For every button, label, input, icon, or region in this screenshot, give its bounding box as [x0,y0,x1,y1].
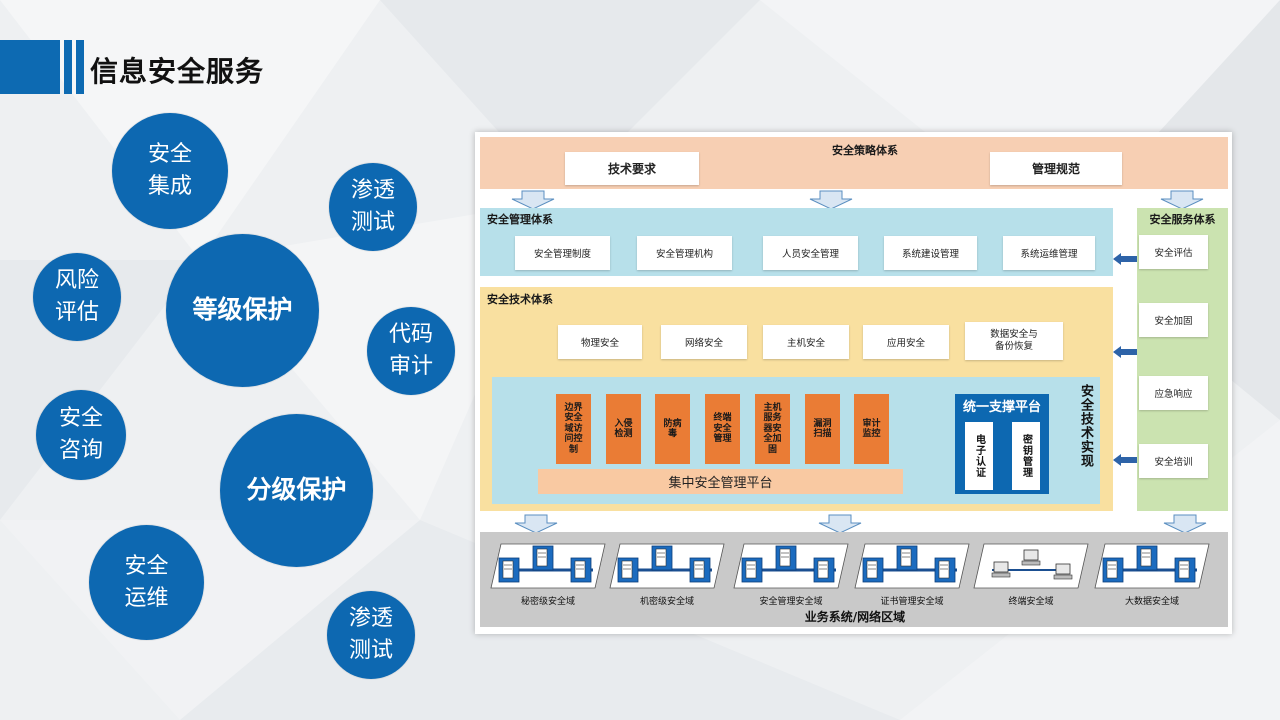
bubble-classified-protection: 分级保护 [220,414,373,567]
support-platform-item: 密钥管理 [1012,422,1040,490]
workstations-icon [973,543,1089,589]
network-zone: 证书管理安全域 [853,536,971,607]
servers-icon [609,543,725,589]
network-zone: 机密级安全域 [608,536,726,607]
policy-item: 技术要求 [565,152,699,185]
network-zone-label: 大数据安全域 [1124,597,1179,607]
bubble-security-operations: 安全 运维 [89,525,204,640]
technology-implementation-label: 安全技术实现 [1078,384,1093,468]
network-zone-label: 安全管理安全域 [759,597,823,607]
management-layer-title: 安全管理体系 [487,213,553,226]
management-item: 安全管理制度 [515,236,610,270]
header-accent-block [0,40,60,94]
bubble-penetration-test-bottom: 渗透 测试 [327,591,415,679]
service-item: 安全加固 [1139,303,1208,337]
bubble-security-consulting: 安全 咨询 [36,390,126,480]
service-item: 安全评估 [1139,235,1208,269]
technology-module: 防病 毒 [655,394,690,464]
page-title: 信息安全服务 [90,55,265,88]
bubble-label: 分级保护 [246,475,347,505]
servers-icon [490,543,606,589]
servers-icon [1094,543,1210,589]
bubble-label: 安全 运维 [124,553,169,611]
bubble-penetration-test-top: 渗透 测试 [329,163,417,251]
arrow-left-icon [1113,454,1137,466]
technology-module: 边界 安全 域访 问控 制 [556,394,591,464]
technology-module: 漏洞 扫描 [805,394,840,464]
network-zone-label: 证书管理安全域 [880,597,944,607]
policy-layer-title: 安全策略体系 [832,144,898,157]
network-zone: 安全管理安全域 [732,536,850,607]
bubble-level-protection: 等级保护 [166,234,319,387]
security-architecture-diagram: 安全策略体系 技术要求 管理规范 安全管理体系 安全管理制度 安全管理机构 人员… [475,132,1232,634]
arrow-down-icon [1160,190,1204,210]
arrow-down-icon [514,514,558,534]
technology-module: 终端 安全 管理 [705,394,740,464]
support-platform-item: 电子认证 [965,422,993,490]
bubble-label: 等级保护 [192,295,293,325]
policy-item: 管理规范 [990,152,1122,185]
network-zone-label: 秘密级安全域 [520,597,575,607]
bubble-label: 渗透 测试 [348,606,393,663]
support-platform-title: 统一支撑平台 [962,400,1041,415]
management-item: 人员安全管理 [763,236,858,270]
technology-item: 数据安全与 备份恢复 [965,322,1063,360]
technology-module: 入侵 检测 [606,394,641,464]
header-accent-bar [76,40,84,94]
service-item: 安全培训 [1139,444,1208,478]
network-zone: 大数据安全域 [1093,536,1211,607]
arrow-left-icon [1113,346,1137,358]
arrow-down-icon [511,190,555,210]
servers-icon [854,543,970,589]
arrow-down-icon [809,190,853,210]
bubble-label: 渗透 测试 [350,178,395,235]
zones-title: 业务系统/网络区域 [804,610,906,624]
technology-layer-title: 安全技术体系 [487,293,553,306]
management-item: 系统建设管理 [884,236,977,270]
header-accent-bar [64,40,72,94]
network-zone-label: 终端安全域 [1008,597,1054,607]
service-layer-title: 安全服务体系 [1149,213,1216,226]
arrow-down-icon [818,514,862,534]
bubble-security-integration: 安全 集成 [112,113,228,229]
technology-item: 网络安全 [661,325,747,359]
network-zone: 秘密级安全域 [489,536,607,607]
technology-item: 应用安全 [863,325,949,359]
technology-item: 物理安全 [558,325,642,359]
bubble-label: 安全 咨询 [58,406,103,463]
technology-module: 审计 监控 [854,394,889,464]
bubble-label: 安全 集成 [147,142,192,199]
servers-icon [733,543,849,589]
network-zone-label: 机密级安全域 [639,597,694,607]
bubble-risk-assessment: 风险 评估 [33,253,121,341]
arrow-left-icon [1113,253,1137,265]
network-zone: 终端安全域 [972,536,1090,607]
central-management-platform: 集中安全管理平台 [538,469,903,494]
arrow-down-icon [1163,514,1207,534]
bubble-label: 风险 评估 [54,268,99,325]
management-item: 系统运维管理 [1003,236,1095,270]
bubble-code-audit: 代码 审计 [367,307,455,395]
technology-module: 主机 服务 器安 全加 固 [755,394,790,464]
bubble-label: 代码 审计 [388,322,433,379]
technology-item: 主机安全 [763,325,849,359]
service-item: 应急响应 [1139,376,1208,410]
management-item: 安全管理机构 [637,236,732,270]
